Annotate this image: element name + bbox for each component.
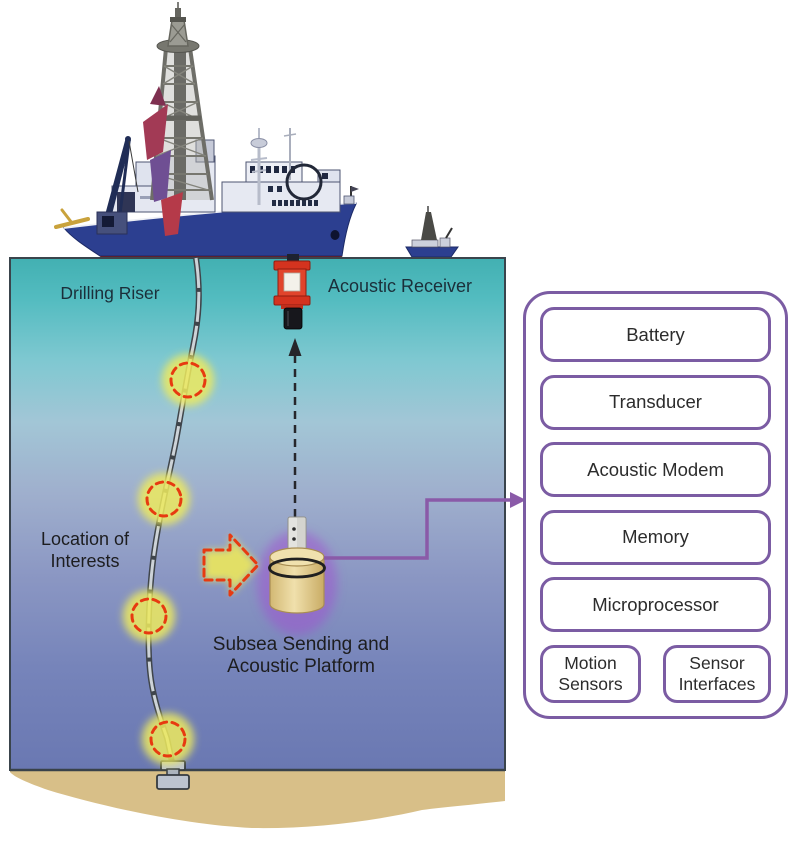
drilling-riser-label: Drilling Riser: [60, 283, 159, 303]
component-box-sensor-interfaces: Sensor Interfaces: [663, 644, 771, 703]
ship-flags: [143, 86, 183, 236]
component-box-battery: Battery: [540, 307, 771, 362]
components-panel: Battery Transducer Acoustic Modem Memory…: [523, 291, 788, 719]
ocean-water: [9, 257, 506, 771]
wellhead: [156, 760, 190, 790]
seafloor-sand: [10, 770, 505, 829]
subsea-platform-device: [257, 516, 337, 635]
acoustic-receiver-device: [273, 254, 311, 330]
location-highlight-circle: [138, 473, 190, 525]
acoustic-receiver-label: Acoustic Receiver: [328, 276, 472, 296]
component-bottom-row: Motion Sensors Sensor Interfaces: [540, 644, 771, 703]
component-box-acoustic-modem: Acoustic Modem: [540, 442, 771, 498]
connector-arrow: [324, 492, 526, 560]
location-pointer-arrow: [202, 533, 260, 597]
subsea-platform-label-line1: Subsea Sending and: [213, 634, 389, 655]
subsea-platform-label-line2: Acoustic Platform: [227, 656, 375, 677]
ship-crane: [96, 136, 139, 235]
component-box-transducer: Transducer: [540, 374, 771, 430]
location-highlight-circle: [162, 354, 214, 406]
support-vessel: [405, 206, 459, 258]
antenna-ring: [285, 163, 323, 201]
component-box-microprocessor: Microprocessor: [540, 577, 771, 633]
component-box-memory: Memory: [540, 509, 771, 565]
drillship: [54, 2, 359, 260]
porthole: [330, 230, 340, 240]
location-of-interests-label-line2: Interests: [50, 551, 119, 571]
ship-masts: [250, 128, 323, 205]
acoustic-signal-arrow: [288, 338, 302, 519]
location-of-interests-label-line1: Location of: [41, 529, 130, 549]
location-highlight-circle: [142, 713, 194, 765]
location-highlight-circle: [123, 590, 175, 642]
component-box-motion-sensors: Motion Sensors: [540, 644, 641, 703]
